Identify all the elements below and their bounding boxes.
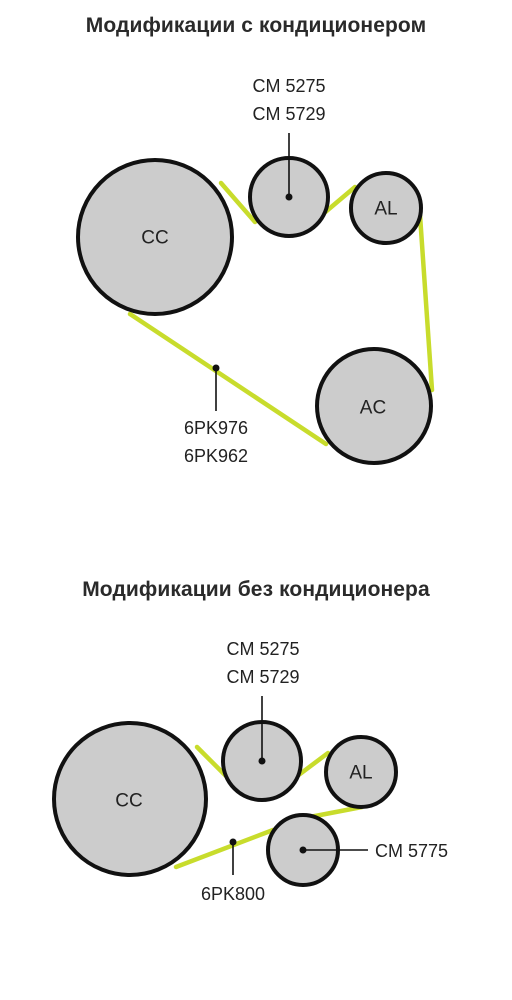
belt-segment-idler-al — [320, 184, 358, 217]
belt-leader-dot — [212, 364, 220, 372]
al-label: AL — [374, 199, 397, 220]
idler-part-number-1: CM 5275 — [252, 76, 325, 96]
idler-part-number-1: CM 5275 — [226, 639, 299, 659]
alternator-pulley — [349, 171, 423, 245]
tensioner-leader-dot — [299, 846, 307, 854]
cc-label: CC — [115, 791, 142, 812]
idler-leader-dot — [285, 193, 293, 201]
idler-part-number-2: CM 5729 — [252, 104, 325, 124]
ac-compressor-pulley — [315, 347, 433, 465]
belt-segment-idler-al — [293, 750, 331, 780]
tensioner-part-number: CM 5775 — [375, 841, 448, 861]
belt-part-number-1: 6PK976 — [184, 418, 248, 438]
belt-part-number: 6PK800 — [201, 884, 265, 904]
belt-part-number-2: 6PK962 — [184, 446, 248, 466]
belt-segment-al-ac — [417, 212, 435, 393]
alternator-pulley — [324, 735, 398, 809]
crankshaft-pulley — [52, 721, 208, 877]
diagram-without-ac: CC AL CM 5275 CM 5729 CM 5775 6PK800 — [52, 639, 448, 904]
belt-leader-dot — [229, 838, 237, 846]
cc-label: CC — [141, 228, 168, 249]
belt-segment-ac-cc — [127, 311, 329, 447]
al-label: AL — [349, 763, 372, 784]
crankshaft-pulley — [76, 158, 234, 316]
idler-part-number-2: CM 5729 — [226, 667, 299, 687]
belt-segment-tensioner-cc — [173, 827, 276, 870]
diagram-with-ac: CC AL AC CM 5275 CM 5729 6PK976 6PK962 — [76, 76, 435, 466]
title-with-ac: Модификации с кондиционером — [85, 14, 427, 37]
title-without-ac: Модификации без кондиционера — [82, 578, 430, 601]
idler-leader-dot — [258, 757, 266, 765]
ac-label: AC — [360, 398, 386, 419]
belt-segment-cc-idler — [218, 180, 258, 225]
